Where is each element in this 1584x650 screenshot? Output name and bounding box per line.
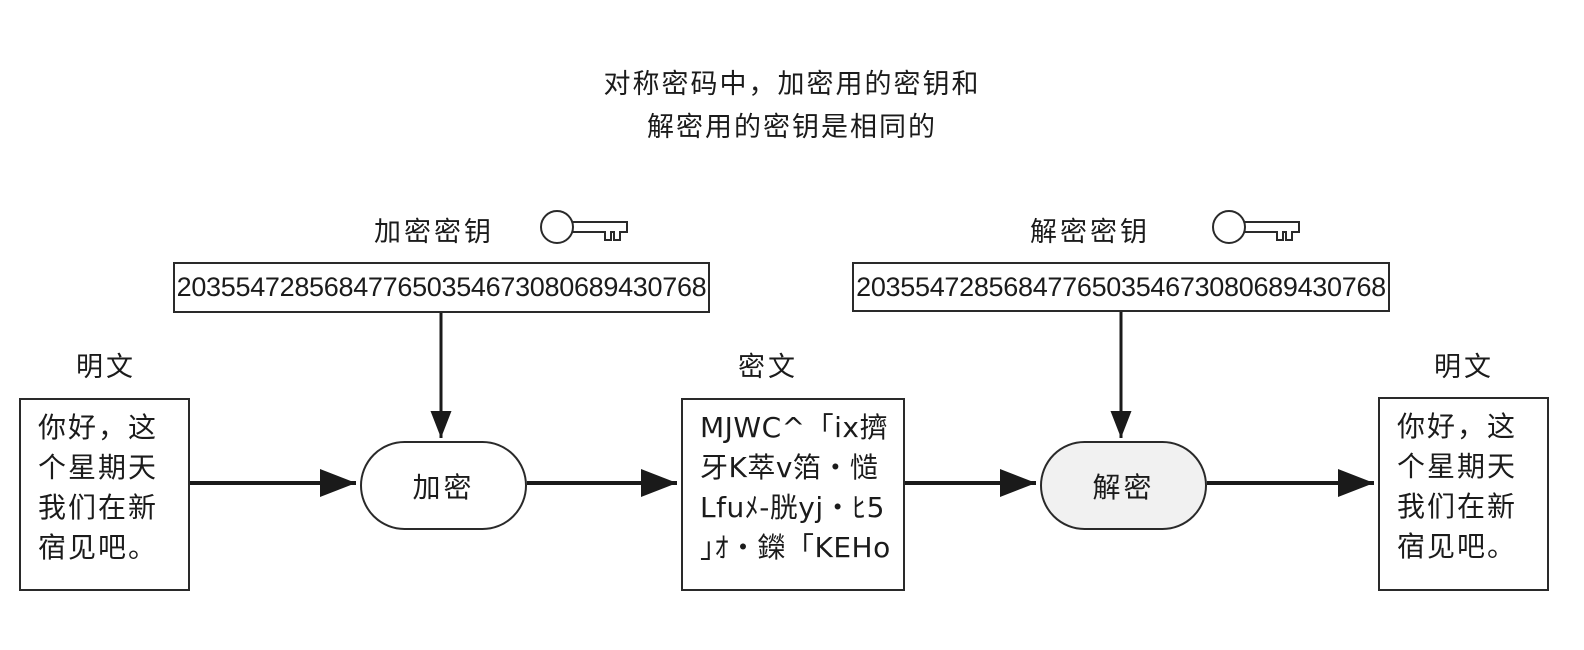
- decryption-key-box: 203554728568477650354673080689430768: [852, 262, 1390, 312]
- diagram-title-line-2: 解密用的密钥是相同的: [647, 112, 937, 143]
- encryption-key-value: 203554728568477650354673080689430768: [176, 272, 707, 302]
- plaintext-output-line: 个星期天: [1397, 450, 1518, 483]
- ciphertext-box: MJWC^「ix擠 牙K萃v箔・慥 Lfuﾒ-胱yj・ﾋ5 ｣ｵ・鑅「KEHo: [681, 398, 905, 591]
- plaintext-input-label: 明文: [76, 352, 136, 383]
- decryption-key-value: 203554728568477650354673080689430768: [856, 271, 1386, 302]
- plaintext-input-line: 你好，这: [38, 411, 159, 444]
- diagram-title-line-1: 对称密码中，加密用的密钥和: [603, 69, 981, 100]
- encryption-key-box: 203554728568477650354673080689430768: [173, 262, 710, 313]
- plaintext-output-label: 明文: [1434, 352, 1494, 383]
- plaintext-output-box: 你好，这 个星期天 我们在新 宿见吧。: [1378, 397, 1549, 591]
- ciphertext-line: 牙K萃v箔・慥: [700, 451, 879, 484]
- plaintext-input-line: 宿见吧。: [38, 531, 159, 564]
- decrypt-process-label: 解密: [1092, 470, 1155, 504]
- ciphertext-label: 密文: [738, 352, 798, 383]
- decryption-key-label: 解密密钥: [1030, 217, 1150, 248]
- ciphertext-line: MJWC^「ix擠: [700, 411, 888, 444]
- encryption-key-label: 加密密钥: [374, 217, 494, 248]
- plaintext-input-line: 个星期天: [38, 451, 159, 484]
- decryption-key-icon: [1212, 210, 1300, 244]
- ciphertext-line: ｣ｵ・鑅「KEHo: [700, 531, 891, 564]
- plaintext-input-box: 你好，这 个星期天 我们在新 宿见吧。: [19, 398, 190, 591]
- ciphertext-line: Lfuﾒ-胱yj・ﾋ5: [700, 491, 885, 524]
- plaintext-input-line: 我们在新: [38, 491, 159, 524]
- encryption-key-icon: [540, 210, 628, 244]
- encrypt-process-label: 加密: [412, 470, 475, 504]
- plaintext-output-line: 我们在新: [1397, 490, 1518, 523]
- plaintext-output-line: 宿见吧。: [1397, 530, 1518, 563]
- decrypt-process: 解密: [1040, 441, 1207, 530]
- encrypt-process: 加密: [360, 441, 527, 530]
- plaintext-output-line: 你好，这: [1397, 410, 1518, 443]
